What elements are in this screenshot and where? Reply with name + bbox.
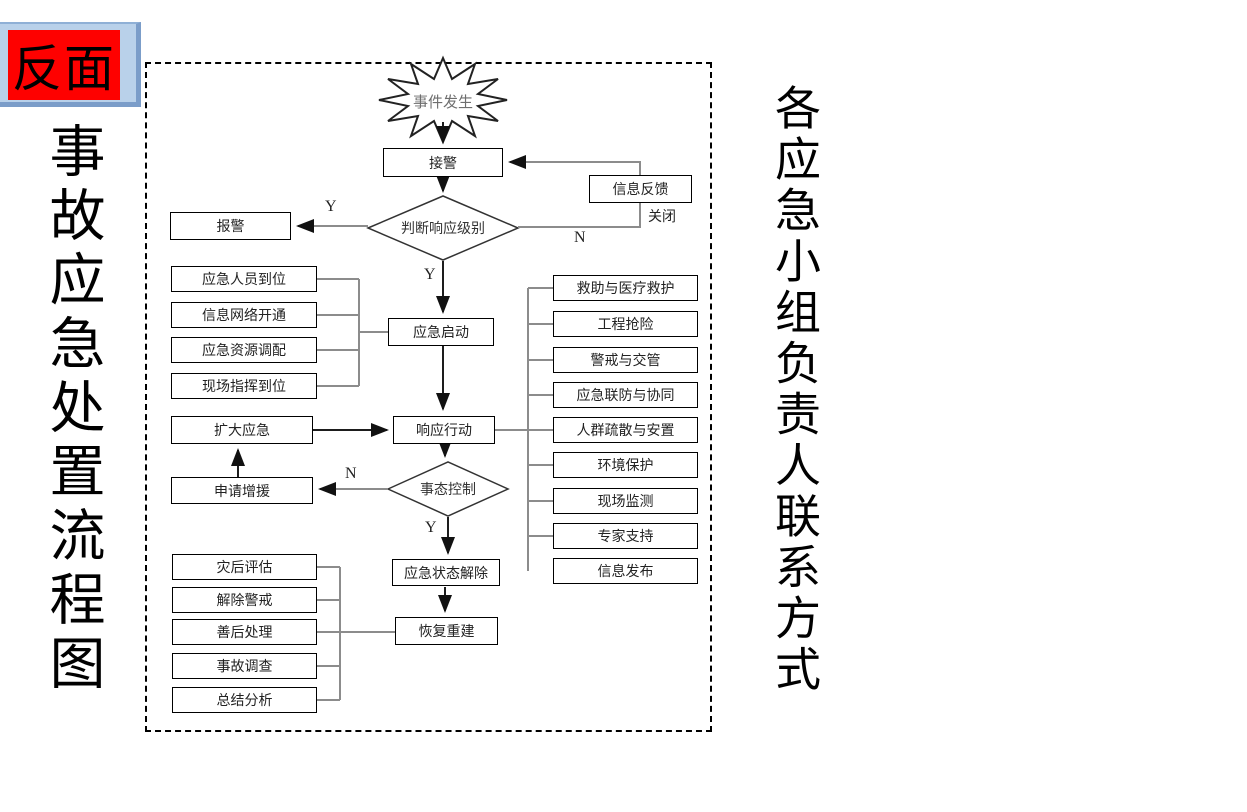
- node-action-expert: 专家支持: [553, 523, 698, 549]
- label-yes-report: Y: [325, 198, 337, 215]
- node-post-assessment: 灾后评估: [172, 554, 317, 580]
- node-action-medical: 救助与医疗救护: [553, 275, 698, 301]
- node-judge-level: 判断响应级别: [401, 221, 485, 237]
- label-yes-start: Y: [424, 266, 436, 283]
- node-action-monitoring: 现场监测: [553, 488, 698, 514]
- label-no-feedback: N: [574, 229, 586, 246]
- node-action-cordon-traffic: 警戒与交管: [553, 347, 698, 373]
- node-prep-personnel: 应急人员到位: [171, 266, 317, 292]
- node-prep-resources: 应急资源调配: [171, 337, 317, 363]
- node-request-reinforcement: 申请增援: [171, 477, 313, 504]
- node-action-environment: 环境保护: [553, 452, 698, 478]
- node-event-occurs: 事件发生: [412, 92, 473, 111]
- node-prep-network: 信息网络开通: [171, 302, 317, 328]
- label-yes-release: Y: [425, 519, 437, 536]
- node-report-alarm: 报警: [170, 212, 291, 240]
- node-response-action: 响应行动: [393, 416, 495, 444]
- flowchart-frame: [145, 62, 712, 732]
- node-post-investigation: 事故调查: [172, 653, 317, 679]
- node-action-engineering: 工程抢险: [553, 311, 698, 337]
- node-post-summary: 总结分析: [172, 687, 317, 713]
- label-close: 关闭: [648, 209, 676, 225]
- right-vertical-title: 各应急小组负责人联系方式: [768, 84, 822, 696]
- node-info-feedback: 信息反馈: [589, 175, 692, 203]
- node-action-info-release: 信息发布: [553, 558, 698, 584]
- node-emergency-start: 应急启动: [388, 318, 494, 346]
- node-expand-emergency: 扩大应急: [171, 416, 313, 444]
- node-post-aftermath: 善后处理: [172, 619, 317, 645]
- node-recovery: 恢复重建: [395, 617, 498, 645]
- starburst-shape: [378, 55, 508, 145]
- left-vertical-title: 事故应急处置流程图: [40, 122, 105, 698]
- node-emergency-release: 应急状态解除: [392, 559, 500, 586]
- node-action-joint-defense: 应急联防与协同: [553, 382, 698, 408]
- back-side-badge: 反面: [8, 30, 120, 100]
- node-receive-alarm: 接警: [383, 148, 503, 177]
- diamond-situation-control: [386, 461, 510, 517]
- node-prep-command: 现场指挥到位: [171, 373, 317, 399]
- label-no-reinforce: N: [345, 465, 357, 482]
- node-action-evacuation: 人群疏散与安置: [553, 417, 698, 443]
- node-post-lift-cordon: 解除警戒: [172, 587, 317, 613]
- node-situation-control: 事态控制: [420, 482, 476, 498]
